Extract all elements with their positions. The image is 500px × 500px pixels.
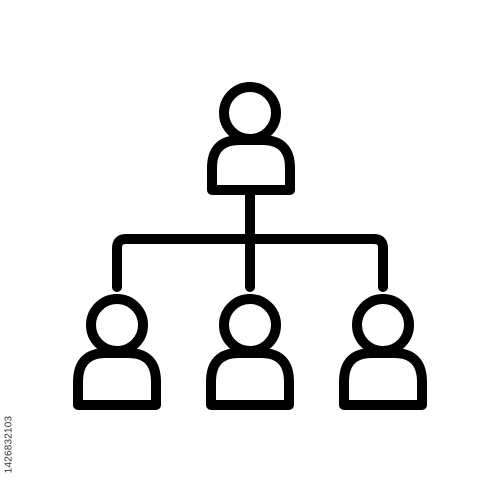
right-person-head [352, 294, 414, 356]
stock-image-id-text: 1426832103 [3, 415, 15, 473]
top-person-icon [207, 82, 295, 195]
left-person-icon [73, 294, 161, 410]
top-person-head [219, 82, 281, 144]
connector-horizontal-bar [112, 234, 388, 292]
stock-image-id: 1426832103 [2, 389, 16, 499]
top-person-body [207, 135, 295, 195]
right-person-icon [339, 294, 427, 410]
left-person-body [73, 348, 161, 410]
center-person-body [206, 348, 294, 410]
right-person-body [339, 348, 427, 410]
connector-lines [112, 187, 388, 292]
left-person-head [86, 294, 148, 356]
center-person-head [219, 294, 281, 356]
center-person-icon [206, 294, 294, 410]
